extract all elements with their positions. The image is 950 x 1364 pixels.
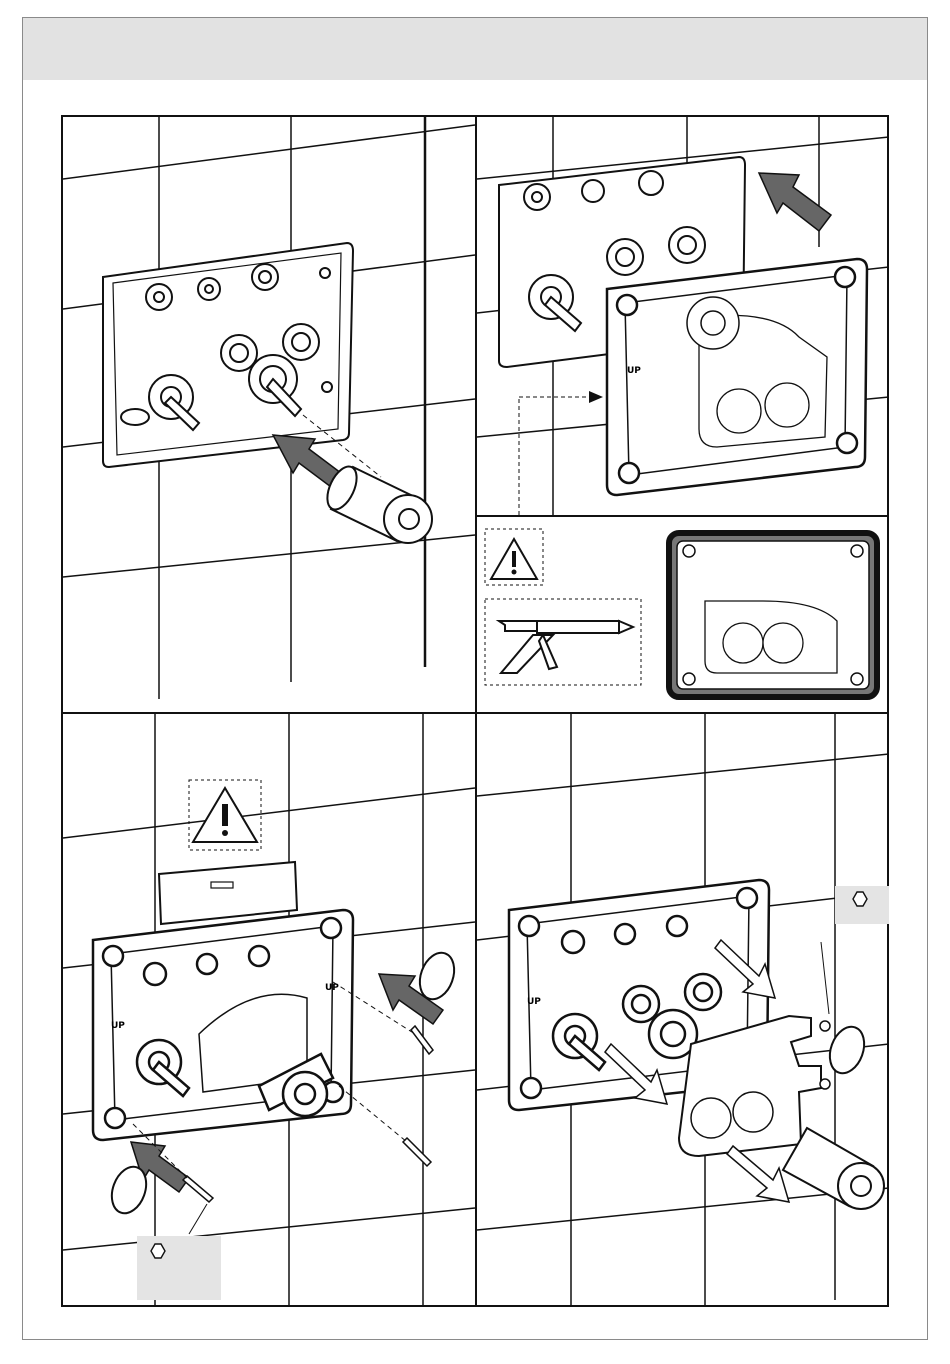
panel-step-1 xyxy=(63,117,475,712)
hex-key-icon xyxy=(137,1236,221,1300)
step-1-illustration xyxy=(63,117,475,712)
spirit-level xyxy=(159,862,297,924)
valve-housing xyxy=(103,243,353,467)
frame-text-up: UP xyxy=(527,997,541,1007)
panel-step-2: UP xyxy=(477,117,889,515)
header-title xyxy=(23,18,927,58)
mounting-frame xyxy=(93,910,353,1140)
header-band xyxy=(23,18,927,80)
step-3-illustration xyxy=(477,517,889,712)
hex-key-box xyxy=(835,886,889,924)
caulking-gun-icon xyxy=(499,621,633,673)
frame-text-up: UP xyxy=(627,366,641,376)
step-2-illustration: UP xyxy=(477,117,889,515)
rotate-arrow-icon xyxy=(824,1022,870,1078)
mounting-frame xyxy=(607,259,867,495)
direction-arrow-icon xyxy=(759,173,831,231)
hex-key-box xyxy=(137,1236,221,1300)
frame-sealed-view xyxy=(669,533,877,697)
warning-icon xyxy=(491,539,537,579)
panel-step-5: UP xyxy=(477,714,889,1307)
frame-text-up-left: UP xyxy=(111,1021,125,1031)
instruction-grid: UP xyxy=(61,115,889,1307)
step-5-illustration: UP xyxy=(477,714,889,1307)
direction-arrow-icon xyxy=(273,435,341,487)
panel-step-3 xyxy=(477,517,889,712)
panel-step-4: UP UP xyxy=(63,714,475,1307)
hex-key-icon xyxy=(835,886,889,924)
step-4-illustration: UP UP xyxy=(63,714,475,1307)
